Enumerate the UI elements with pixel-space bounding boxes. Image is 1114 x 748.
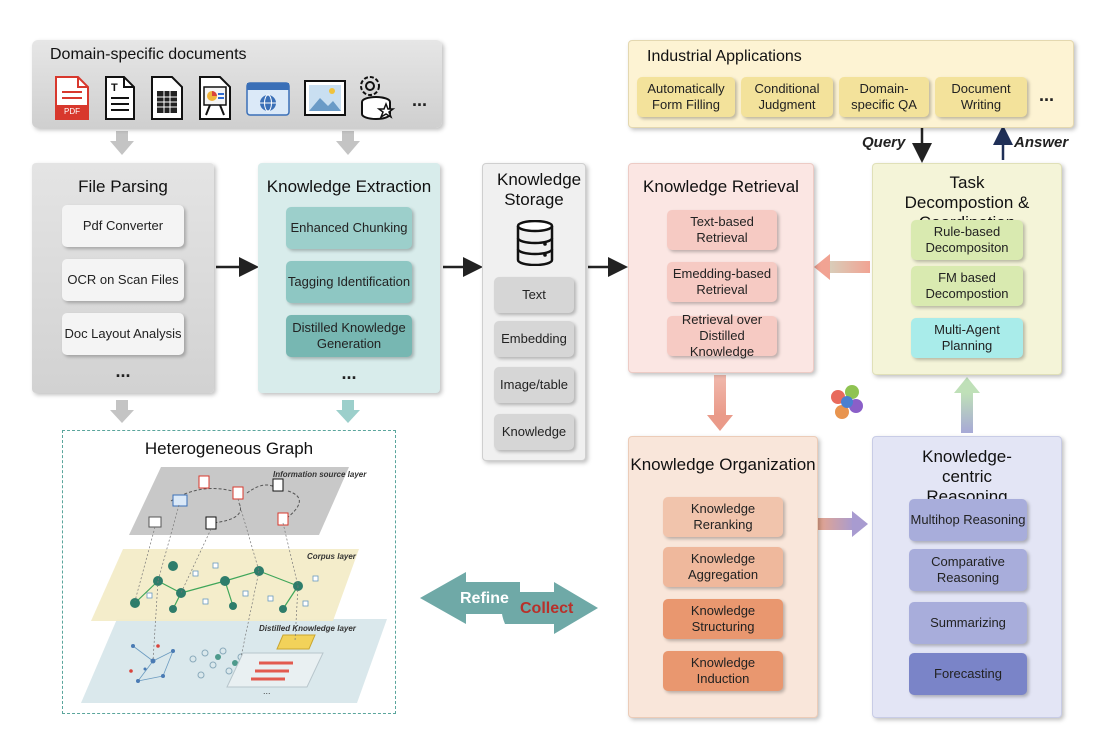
down-arrow-parsing-to-graph bbox=[110, 400, 134, 423]
spreadsheet-icon bbox=[151, 76, 183, 120]
text-file-icon: T bbox=[105, 76, 135, 120]
file-parsing-title: File Parsing bbox=[78, 177, 168, 196]
pdf-icon bbox=[55, 76, 89, 120]
corpus-layer-label: Corpus layer bbox=[307, 552, 356, 561]
file-parsing-panel: File Parsing Pdf Converter OCR on Scan F… bbox=[32, 163, 214, 393]
collect-label: Collect bbox=[520, 600, 574, 617]
answer-label: Answer bbox=[1014, 134, 1069, 151]
web-page-icon bbox=[246, 82, 290, 116]
information-source-layer-plate bbox=[129, 467, 349, 535]
heterogeneous-graph-panel: Heterogeneous Graph ... bbox=[62, 430, 396, 714]
domain-documents-ellipsis: ... bbox=[412, 90, 428, 110]
down-arrow-extraction-to-graph bbox=[336, 400, 360, 423]
graph-layers-illustration: ... bbox=[81, 467, 387, 703]
database-settings-icon bbox=[360, 76, 396, 120]
industrial-item-document-writing: Document Writing bbox=[935, 77, 1027, 117]
flower-logo bbox=[831, 385, 863, 419]
extraction-ellipsis: ... bbox=[341, 363, 357, 383]
industrial-applications-title: Industrial Applications bbox=[647, 48, 802, 65]
extraction-item-tagging: Tagging Identification bbox=[286, 261, 412, 303]
arrow-task-to-retrieval bbox=[814, 254, 870, 280]
file-parsing-ellipsis: ... bbox=[115, 361, 131, 381]
knowledge-retrieval-title: Knowledge Retrieval bbox=[643, 177, 799, 196]
query-label: Query bbox=[862, 134, 906, 151]
retrieval-item-embedding: Emedding-based Retrieval bbox=[667, 262, 777, 302]
industrial-applications-panel: Industrial Applications Automatically Fo… bbox=[628, 40, 1074, 128]
knowledge-organization-panel: Knowledge Organization Knowledge Reranki… bbox=[628, 436, 818, 718]
organization-item-reranking: Knowledge Reranking bbox=[663, 497, 783, 537]
corpus-layer-plate bbox=[91, 549, 359, 621]
reasoning-item-forecasting: Forecasting bbox=[909, 653, 1027, 695]
refine-collect-arrow bbox=[420, 572, 598, 634]
storage-item-knowledge: Knowledge bbox=[494, 414, 574, 450]
retrieval-item-distilled: Retrieval over Distilled Knowledge bbox=[667, 312, 777, 359]
storage-item-embedding: Embedding bbox=[494, 321, 574, 357]
reasoning-item-comparative: Comparative Reasoning bbox=[909, 549, 1027, 591]
retrieval-item-text: Text-based Retrieval bbox=[667, 210, 777, 250]
svg-text:T: T bbox=[111, 82, 118, 94]
distilled-layer-ellipsis: ... bbox=[263, 686, 271, 696]
knowledge-reasoning-panel: Knowledge-centric Reasoning Multihop Rea… bbox=[872, 436, 1062, 718]
industrial-item-conditional-judgment: Conditional Judgment bbox=[741, 77, 833, 117]
distilled-knowledge-layer-label: Distilled Knowledge layer bbox=[259, 624, 356, 633]
heterogeneous-graph-title: Heterogeneous Graph bbox=[144, 439, 314, 458]
knowledge-organization-title: Knowledge Organization bbox=[630, 455, 816, 474]
arrow-retrieval-to-organization bbox=[707, 375, 733, 431]
knowledge-reasoning-title: Knowledge-centric Reasoning bbox=[922, 447, 1012, 506]
image-icon bbox=[304, 80, 346, 116]
file-parsing-item-pdf: Pdf Converter bbox=[62, 205, 184, 247]
refine-label: Refine bbox=[460, 590, 509, 607]
organization-item-structuring: Knowledge Structuring bbox=[663, 599, 783, 639]
knowledge-extraction-panel: Knowledge Extraction Enhanced Chunking T… bbox=[258, 163, 440, 393]
industrial-item-domain-qa: Domain-specific QA bbox=[839, 77, 929, 117]
down-arrow-docs-to-extraction bbox=[336, 131, 360, 155]
knowledge-extraction-title: Knowledge Extraction bbox=[266, 177, 432, 196]
reasoning-item-multihop: Multihop Reasoning bbox=[909, 499, 1027, 541]
domain-documents-title: Domain-specific documents bbox=[50, 46, 247, 63]
task-item-multi-agent: Multi-Agent Planning bbox=[911, 318, 1023, 358]
extraction-item-distilled: Distilled Knowledge Generation bbox=[286, 315, 412, 357]
storage-item-image-table: Image/table bbox=[494, 367, 574, 403]
knowledge-storage-panel: Knowledge Storage Text Embedding Image/t… bbox=[482, 163, 586, 461]
task-decomposition-panel: Task Decompostion & Coordination Rule-ba… bbox=[872, 163, 1062, 375]
industrial-ellipsis: ... bbox=[1039, 85, 1055, 105]
domain-documents-panel: Domain-specific documents PDF T bbox=[32, 40, 442, 128]
industrial-item-form-filling: Automatically Form Filling bbox=[637, 77, 735, 117]
task-item-fm-based: FM based Decompostion bbox=[911, 266, 1023, 306]
down-arrow-docs-to-parsing bbox=[110, 131, 134, 155]
extraction-item-chunking: Enhanced Chunking bbox=[286, 207, 412, 249]
organization-item-aggregation: Knowledge Aggregation bbox=[663, 547, 783, 587]
information-source-layer-label: Information source layer bbox=[273, 470, 367, 479]
arrow-reasoning-to-task bbox=[954, 377, 980, 433]
storage-item-text: Text bbox=[494, 277, 574, 313]
file-parsing-item-layout: Doc Layout Analysis bbox=[62, 313, 184, 355]
database-icon bbox=[516, 220, 554, 266]
file-parsing-item-ocr: OCR on Scan Files bbox=[62, 259, 184, 301]
task-item-rule-based: Rule-based Decompositon bbox=[911, 220, 1023, 260]
knowledge-storage-title: Knowledge Storage bbox=[497, 170, 582, 209]
organization-item-induction: Knowledge Induction bbox=[663, 651, 783, 691]
knowledge-retrieval-panel: Knowledge Retrieval Text-based Retrieval… bbox=[628, 163, 814, 373]
pdf-icon-label: PDF bbox=[64, 107, 80, 116]
reasoning-item-summarizing: Summarizing bbox=[909, 602, 1027, 644]
presentation-icon bbox=[199, 76, 231, 120]
arrow-organization-to-reasoning bbox=[818, 511, 868, 537]
distilled-knowledge-layer-plate bbox=[81, 619, 387, 703]
